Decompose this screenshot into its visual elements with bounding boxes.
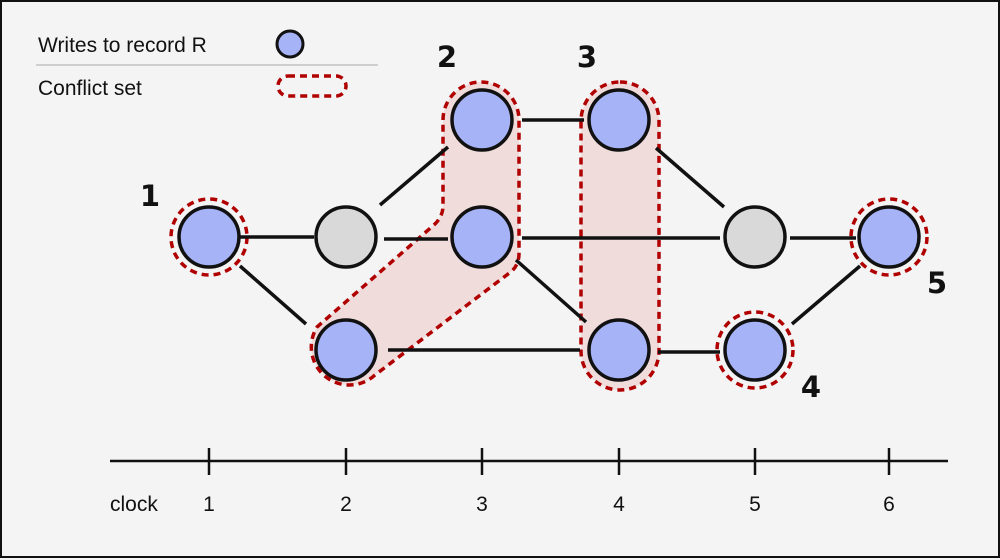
legend-conflict-swatch [276,74,348,98]
conflict-ring-5 [849,197,929,277]
write-node [314,318,378,382]
conflict-label-4: 4 [801,370,821,404]
conflict-set-labels: 1 2 3 4 5 [140,40,947,404]
nodes [177,88,921,382]
legend-write-swatch [275,29,305,59]
axis-tick-label: 1 [203,493,215,516]
write-node [450,88,514,152]
axis-tick-label: 4 [613,493,625,516]
edge [238,264,308,326]
conflict-region-3 [579,80,661,392]
axis-tick-label: 6 [883,493,895,516]
edges [238,118,862,354]
conflict-label-5: 5 [927,266,947,300]
conflict-regions [169,80,929,392]
edge [378,145,450,207]
axis-tick-label: 3 [476,493,488,516]
write-node [857,205,921,269]
write-node [177,205,241,269]
conflict-label-2: 2 [437,40,457,74]
axis-label: clock [110,493,158,516]
plain-node [314,205,378,269]
legend-writes-label: Writes to record R [38,34,207,57]
write-node [587,318,651,382]
edge [654,146,726,209]
conflict-label-3: 3 [577,40,597,74]
clock-axis: clock 1 2 3 4 5 6 [110,448,948,516]
legend: Writes to record R Conflict set [36,29,378,100]
axis-tick-label: 5 [749,493,761,516]
edge [790,264,862,326]
conflict-ring-4 [715,310,795,390]
write-node [587,88,651,152]
legend-conflict-label: Conflict set [38,77,142,100]
conflict-region-2 [309,80,521,387]
axis-tick-label: 2 [340,493,352,516]
conflict-label-1: 1 [140,179,160,213]
write-node [450,205,514,269]
write-node [723,318,787,382]
edge [514,258,588,324]
plain-node [723,205,787,269]
